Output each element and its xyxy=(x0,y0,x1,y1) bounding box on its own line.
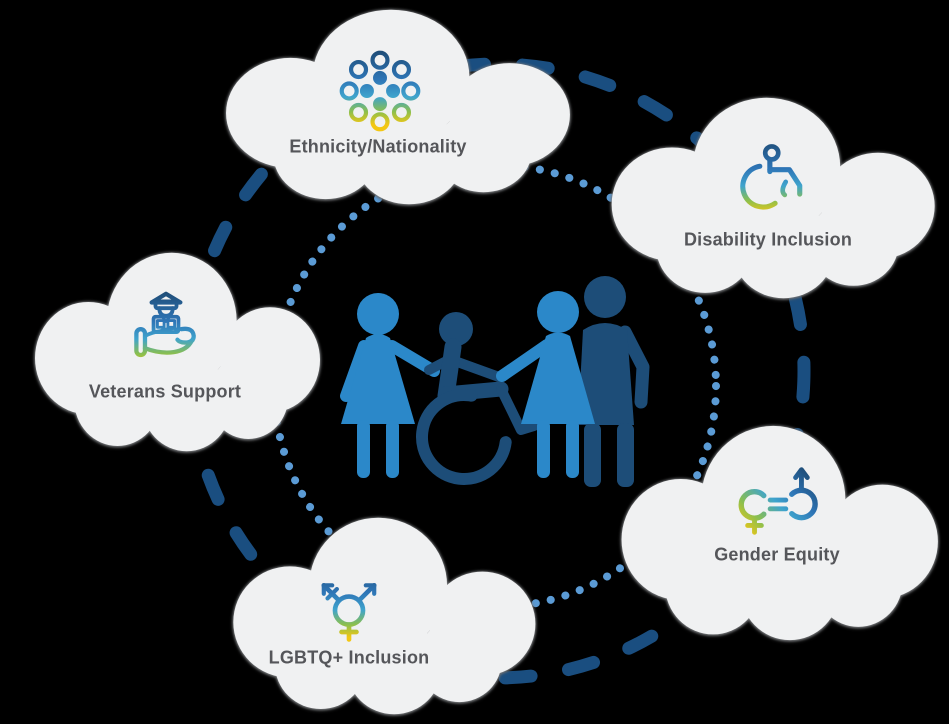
wheelchair-icon xyxy=(740,144,803,210)
gender-equality-icon xyxy=(738,467,818,535)
people-network-icon xyxy=(339,50,421,132)
cloud-shape xyxy=(621,425,938,641)
cloud-label-veterans: Veterans Support xyxy=(88,381,242,402)
cloud-label-gender: Gender Equity xyxy=(714,544,840,565)
cloud-disability xyxy=(606,96,946,300)
cloud-label-ethnicity: Ethnicity/Nationality xyxy=(289,136,467,157)
cloud-lgbtq xyxy=(228,516,546,716)
hand-holding-veteran-icon xyxy=(134,291,196,358)
cloud-label-lgbtq: LGBTQ+ Inclusion xyxy=(268,647,430,668)
transgender-symbol-icon xyxy=(321,583,377,642)
cloud-shape xyxy=(233,517,536,715)
cloud-gender xyxy=(616,424,949,642)
cloud-label-disability: Disability Inclusion xyxy=(683,229,853,250)
cloud-shape xyxy=(611,97,935,299)
